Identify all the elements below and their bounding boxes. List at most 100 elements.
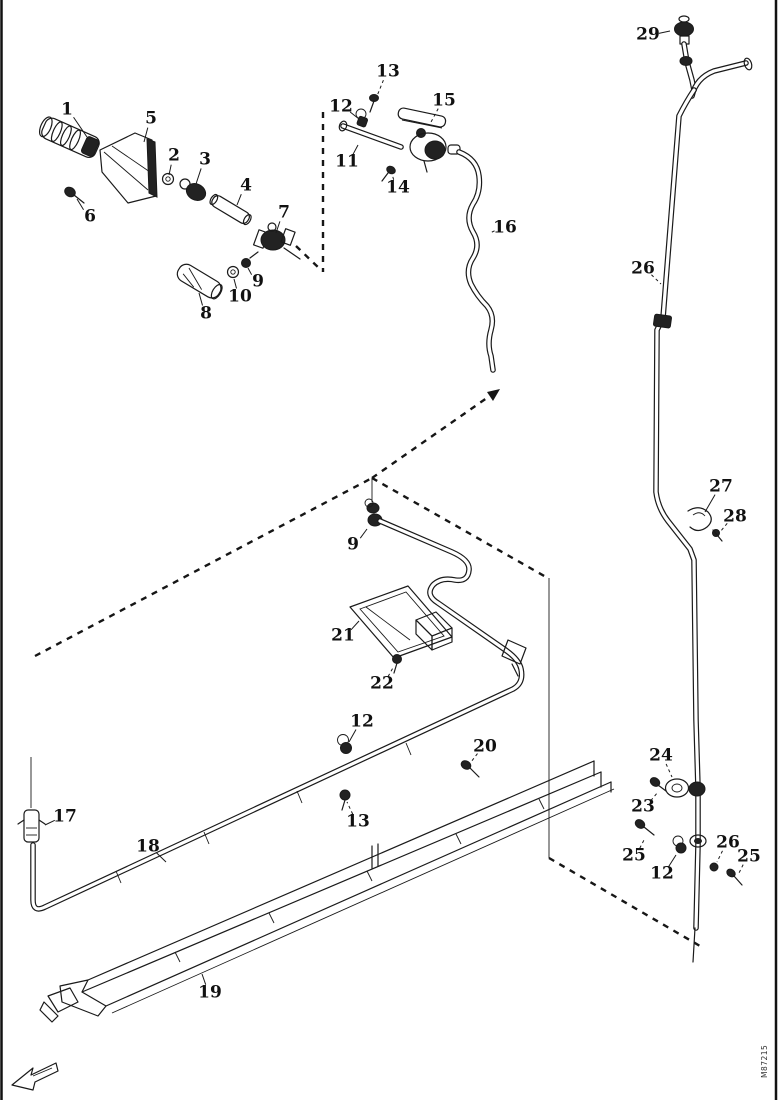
callout-8-7: 8 xyxy=(200,304,212,324)
part-2-fitting xyxy=(161,172,175,186)
callout-4-4: 4 xyxy=(240,176,252,196)
leader-line-15 xyxy=(430,108,439,123)
leader-line-29 xyxy=(658,30,671,34)
leader-line-21 xyxy=(350,620,360,631)
leader-line-9 xyxy=(247,267,253,275)
leader-line-1 xyxy=(73,116,88,138)
callout-12-11: 12 xyxy=(329,97,353,117)
callout-10-8: 10 xyxy=(228,287,252,307)
leader-line-10 xyxy=(233,278,238,289)
leader-line-3 xyxy=(195,168,202,185)
part-16-hose xyxy=(456,149,496,373)
leader-line-25 xyxy=(639,837,646,849)
part-17-connector xyxy=(17,757,46,843)
leader-line-14 xyxy=(391,173,395,180)
part-5-funnel-bracket xyxy=(99,132,158,204)
callout-9-9: 9 xyxy=(252,272,264,292)
callout-26-17: 26 xyxy=(631,259,655,279)
part-26-tube-fitting xyxy=(689,834,719,872)
part-8-cap xyxy=(176,263,223,300)
callout-22-28: 22 xyxy=(370,674,394,694)
callout-16-15: 16 xyxy=(493,218,517,238)
callout-29-16: 29 xyxy=(636,25,660,45)
leader-line-7 xyxy=(275,221,281,234)
part-21-bracket-plate xyxy=(349,585,453,659)
callout-25-22: 25 xyxy=(622,846,646,866)
part-22-screw xyxy=(392,654,402,674)
leader-line-27 xyxy=(704,494,716,513)
part-19-rail xyxy=(39,760,615,1023)
part-12-clip-right xyxy=(672,835,687,854)
callout-14-14: 14 xyxy=(386,178,410,198)
callout-11-13: 11 xyxy=(335,152,359,172)
callout-12-29: 12 xyxy=(350,712,374,732)
part-3-threaded-fitting xyxy=(179,178,207,201)
leader-line-24 xyxy=(665,763,673,778)
callout-28-19: 28 xyxy=(723,507,747,527)
part-4-tube-segment xyxy=(209,193,252,226)
part-20-screw xyxy=(460,760,480,778)
leader-line-18 xyxy=(156,852,167,863)
leader-line-25 xyxy=(738,864,744,874)
callout-5-1: 5 xyxy=(145,109,157,129)
callout-17-32: 17 xyxy=(53,807,77,827)
part-25-screw-left xyxy=(634,819,655,836)
callout-7-5: 7 xyxy=(278,203,290,223)
part-14-screw xyxy=(381,165,396,182)
callout-6-6: 6 xyxy=(84,207,96,227)
leader-line-8 xyxy=(198,292,204,306)
part-12-clip-bottom xyxy=(337,734,352,754)
leader-line-6 xyxy=(76,198,84,210)
figure-code: M87215 xyxy=(760,1045,769,1078)
callout-18-33: 18 xyxy=(136,837,160,857)
leader-line-17 xyxy=(44,819,56,826)
part-28-clamp-screw xyxy=(712,529,723,542)
locator-arrowhead xyxy=(487,389,500,401)
callout-26-24: 26 xyxy=(716,833,740,853)
leader-line-26 xyxy=(651,274,662,285)
part-1-ribbed-connector xyxy=(38,116,100,158)
leader-line-20 xyxy=(470,753,478,763)
hose-mount-bracket xyxy=(501,639,527,677)
callout-24-20: 24 xyxy=(649,746,673,766)
part-6-screw xyxy=(64,186,85,204)
leader-line-2 xyxy=(168,164,172,176)
leader-line-12 xyxy=(668,854,677,868)
part-26-long-tube xyxy=(653,41,753,963)
part-13-clip-bottom xyxy=(339,789,351,811)
part-10-grommet xyxy=(226,265,240,279)
callout-3-3: 3 xyxy=(199,150,211,170)
part-25-screw-right xyxy=(726,868,743,886)
orientation-arrow-icon xyxy=(11,1062,59,1091)
leader-line-5 xyxy=(143,127,149,143)
part-12-clip-top xyxy=(355,108,369,128)
callout-15-12: 15 xyxy=(432,91,456,111)
leader-line-13 xyxy=(346,801,354,815)
leader-line-9 xyxy=(359,528,368,539)
callout-21-27: 21 xyxy=(331,626,355,646)
part-29-nozzle xyxy=(674,15,694,45)
callout-9-26: 9 xyxy=(347,535,359,555)
callout-27-18: 27 xyxy=(709,477,733,497)
callout-25-25: 25 xyxy=(737,847,761,867)
leader-line-26 xyxy=(716,850,723,863)
callout-13-10: 13 xyxy=(376,62,400,82)
callout-23-21: 23 xyxy=(631,797,655,817)
locator-lines xyxy=(34,112,701,948)
leader-line-12 xyxy=(348,729,357,743)
part-24-grommet-assembly xyxy=(649,777,706,798)
part-7-tee-fitting xyxy=(252,222,301,260)
part-9-nut-top xyxy=(241,251,259,268)
part-15-valve-assembly xyxy=(397,107,461,173)
leader-line-11 xyxy=(352,144,359,155)
leader-line-13 xyxy=(376,79,384,97)
part-27-clamp xyxy=(687,507,712,532)
leader-line-19 xyxy=(201,973,207,985)
callout-19-34: 19 xyxy=(198,983,222,1003)
callout-13-30: 13 xyxy=(346,812,370,832)
part-18-hose-run xyxy=(30,518,525,912)
leader-line-16 xyxy=(489,230,495,234)
callout-2-2: 2 xyxy=(168,146,180,166)
